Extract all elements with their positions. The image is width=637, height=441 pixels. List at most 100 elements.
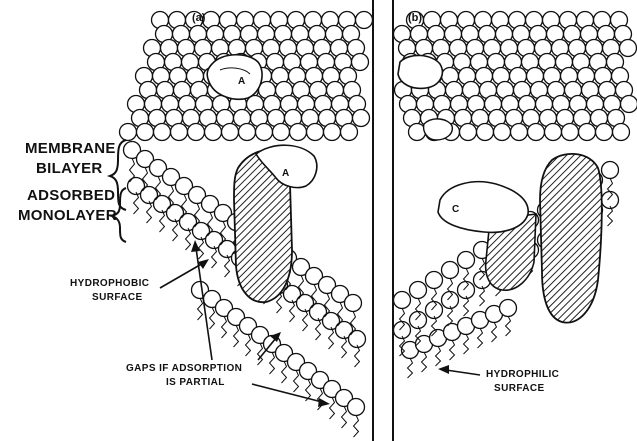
lipid-bead bbox=[511, 124, 528, 141]
lipid-tail bbox=[198, 298, 203, 320]
lipid-tail bbox=[222, 316, 227, 338]
lipid-bead bbox=[394, 292, 411, 309]
lipid-tail bbox=[246, 334, 251, 356]
lipid-bead bbox=[579, 124, 596, 141]
lipid-bead bbox=[290, 124, 307, 141]
lipid-tail bbox=[210, 307, 215, 329]
lipid-bead bbox=[477, 124, 494, 141]
lipid-bead bbox=[120, 124, 137, 141]
lipid-tail bbox=[408, 358, 413, 378]
protein-b-top bbox=[398, 55, 442, 88]
lipid-tail bbox=[303, 309, 308, 331]
lipid-tail bbox=[329, 327, 334, 349]
lipid-bead bbox=[256, 124, 273, 141]
lipid-bead bbox=[410, 312, 427, 329]
hydrophilic-label-1: HYDROPHILIC bbox=[486, 369, 559, 380]
lipid-bead bbox=[613, 124, 630, 141]
lipid-bead bbox=[356, 12, 373, 29]
lipid-tail bbox=[234, 325, 239, 347]
hydrophobic-label-1: HYDROPHOBIC bbox=[70, 278, 149, 289]
lipid-bead bbox=[137, 124, 154, 141]
lipid-tail bbox=[354, 415, 359, 437]
panel-label-a: (a) bbox=[192, 12, 206, 24]
lipid-tail bbox=[492, 322, 497, 342]
lipid-tail bbox=[464, 334, 469, 354]
lipid-tail bbox=[506, 316, 511, 336]
lipid-bead bbox=[345, 295, 362, 312]
lipid-bead bbox=[602, 162, 619, 179]
lipid-tail bbox=[270, 352, 275, 374]
lipid-tail bbox=[282, 361, 287, 383]
lipid-bead bbox=[205, 124, 222, 141]
lipid-tail bbox=[355, 345, 360, 367]
lipid-bead bbox=[545, 124, 562, 141]
lipid-bead bbox=[222, 124, 239, 141]
lipid-tail bbox=[290, 300, 295, 322]
lipid-bead bbox=[171, 124, 188, 141]
protein-label-c: C bbox=[452, 204, 460, 215]
hydrophilic-label-2: SURFACE bbox=[494, 383, 545, 394]
lipid-tail bbox=[225, 255, 230, 277]
lipid-bead bbox=[500, 300, 517, 317]
lipid-tail bbox=[316, 318, 321, 340]
lipid-tail bbox=[258, 343, 263, 365]
lipid-bead bbox=[352, 54, 369, 71]
lipid-bead bbox=[349, 331, 366, 348]
gaps-label-1: GAPS IF ADSORPTION bbox=[126, 363, 242, 374]
lipid-tail bbox=[450, 340, 455, 360]
lipid-bead bbox=[494, 124, 511, 141]
lipid-bead bbox=[621, 96, 637, 113]
protein-label-a-top: A bbox=[238, 76, 246, 87]
lipid-tail bbox=[342, 406, 347, 428]
lipid-tail bbox=[186, 228, 191, 250]
lipid-tail bbox=[342, 336, 347, 358]
adsorbed-label-1: ADSORBED bbox=[27, 187, 115, 204]
lipid-bead bbox=[426, 302, 443, 319]
lipid-bead bbox=[426, 272, 443, 289]
protein-b-mid bbox=[424, 119, 453, 140]
lipid-tail bbox=[330, 397, 335, 419]
lipid-tail bbox=[199, 237, 204, 259]
lipid-bead bbox=[154, 124, 171, 141]
lipid-bead bbox=[620, 40, 637, 57]
lipid-bead bbox=[348, 399, 365, 416]
lipid-bead bbox=[528, 124, 545, 141]
lipid-bead bbox=[442, 262, 459, 279]
lipid-bead bbox=[307, 124, 324, 141]
lipid-tail bbox=[422, 352, 427, 372]
lipid-bead bbox=[239, 124, 256, 141]
lipid-bead bbox=[460, 124, 477, 141]
lipid-bead bbox=[324, 124, 341, 141]
panel-label-b: (b) bbox=[408, 12, 422, 24]
adsorbed-label-2: MONOLAYER bbox=[18, 207, 117, 224]
lipid-tail bbox=[134, 192, 139, 214]
lipid-bead bbox=[394, 322, 411, 339]
lipid-bead bbox=[442, 292, 459, 309]
lipid-bead bbox=[602, 192, 619, 209]
lipid-tail bbox=[478, 328, 483, 348]
lipid-bead bbox=[596, 124, 613, 141]
membrane-label-2: BILAYER bbox=[36, 160, 103, 177]
arrow-hydrophilic bbox=[438, 365, 480, 375]
lipid-tail bbox=[436, 346, 441, 366]
lipid-bead bbox=[353, 110, 370, 127]
protein-b-transmembrane bbox=[540, 154, 602, 323]
lipid-tail bbox=[294, 370, 299, 392]
membrane-label-1: MEMBRANE bbox=[25, 140, 116, 157]
hydrophobic-label-2: SURFACE bbox=[92, 292, 143, 303]
lipid-tail bbox=[160, 210, 165, 232]
lipid-bead bbox=[341, 124, 358, 141]
lipid-tail bbox=[173, 219, 178, 241]
protein-label-a-front: A bbox=[282, 168, 290, 179]
gaps-label-2: IS PARTIAL bbox=[166, 377, 225, 388]
lipid-bead bbox=[562, 124, 579, 141]
lipid-bead bbox=[273, 124, 290, 141]
lipid-tail bbox=[212, 246, 217, 268]
lipid-bead bbox=[458, 252, 475, 269]
lipid-bead bbox=[188, 124, 205, 141]
panel-divider bbox=[373, 0, 393, 441]
lipid-tail bbox=[147, 201, 152, 223]
lipid-bead bbox=[410, 282, 427, 299]
lipid-bead bbox=[458, 282, 475, 299]
